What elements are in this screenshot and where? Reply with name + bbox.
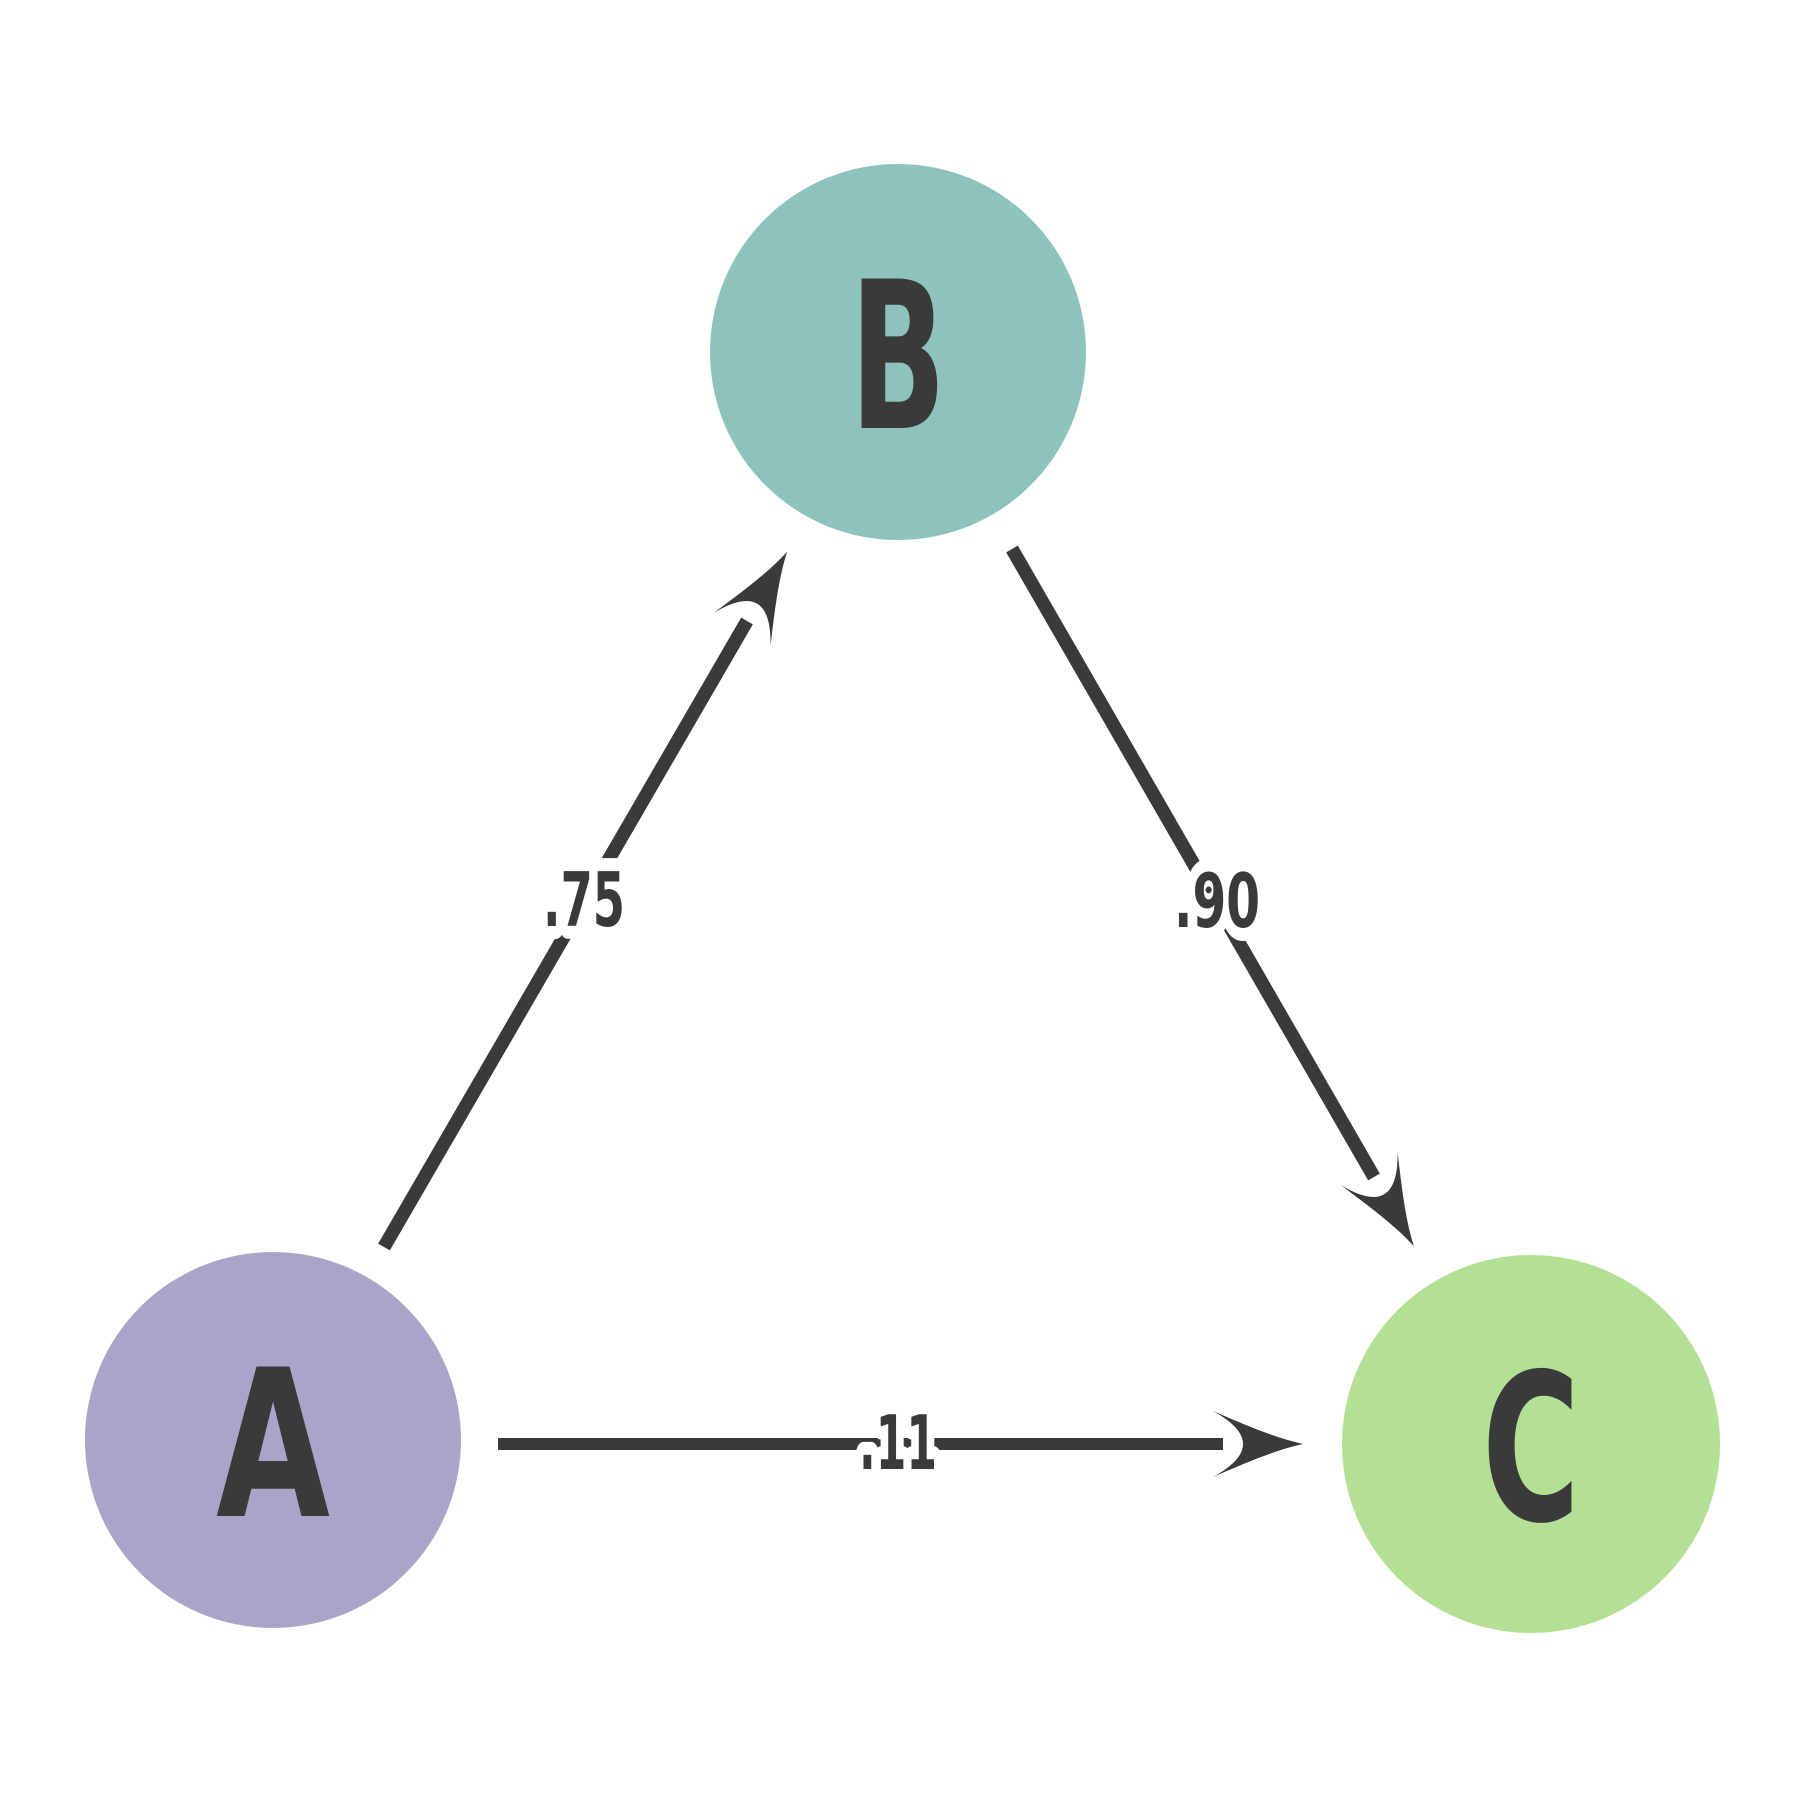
edge-a-to-c-weight-label: .11 xyxy=(859,1399,937,1487)
node-c: C xyxy=(1342,1255,1720,1633)
edge-b-to-c-arrow xyxy=(1006,545,1414,1247)
edge-b-to-c: .90 xyxy=(1006,545,1414,1247)
edge-a-to-b: .75 xyxy=(378,551,788,1251)
edge-a-to-c: .11 xyxy=(498,1386,1303,1500)
edge-b-to-c-weight-label: .90 xyxy=(1174,857,1260,945)
node-b: B xyxy=(710,164,1086,540)
edge-a-to-b-arrow xyxy=(378,551,788,1251)
node-c-label: C xyxy=(1482,1331,1580,1569)
node-c-circle xyxy=(1342,1255,1720,1633)
node-a: A xyxy=(85,1252,461,1628)
node-a-label: A xyxy=(216,1327,330,1565)
node-b-label: B xyxy=(850,239,946,477)
node-a-circle xyxy=(85,1252,461,1628)
edge-a-to-b-weight-label: .75 xyxy=(543,856,625,944)
node-b-circle xyxy=(710,164,1086,540)
